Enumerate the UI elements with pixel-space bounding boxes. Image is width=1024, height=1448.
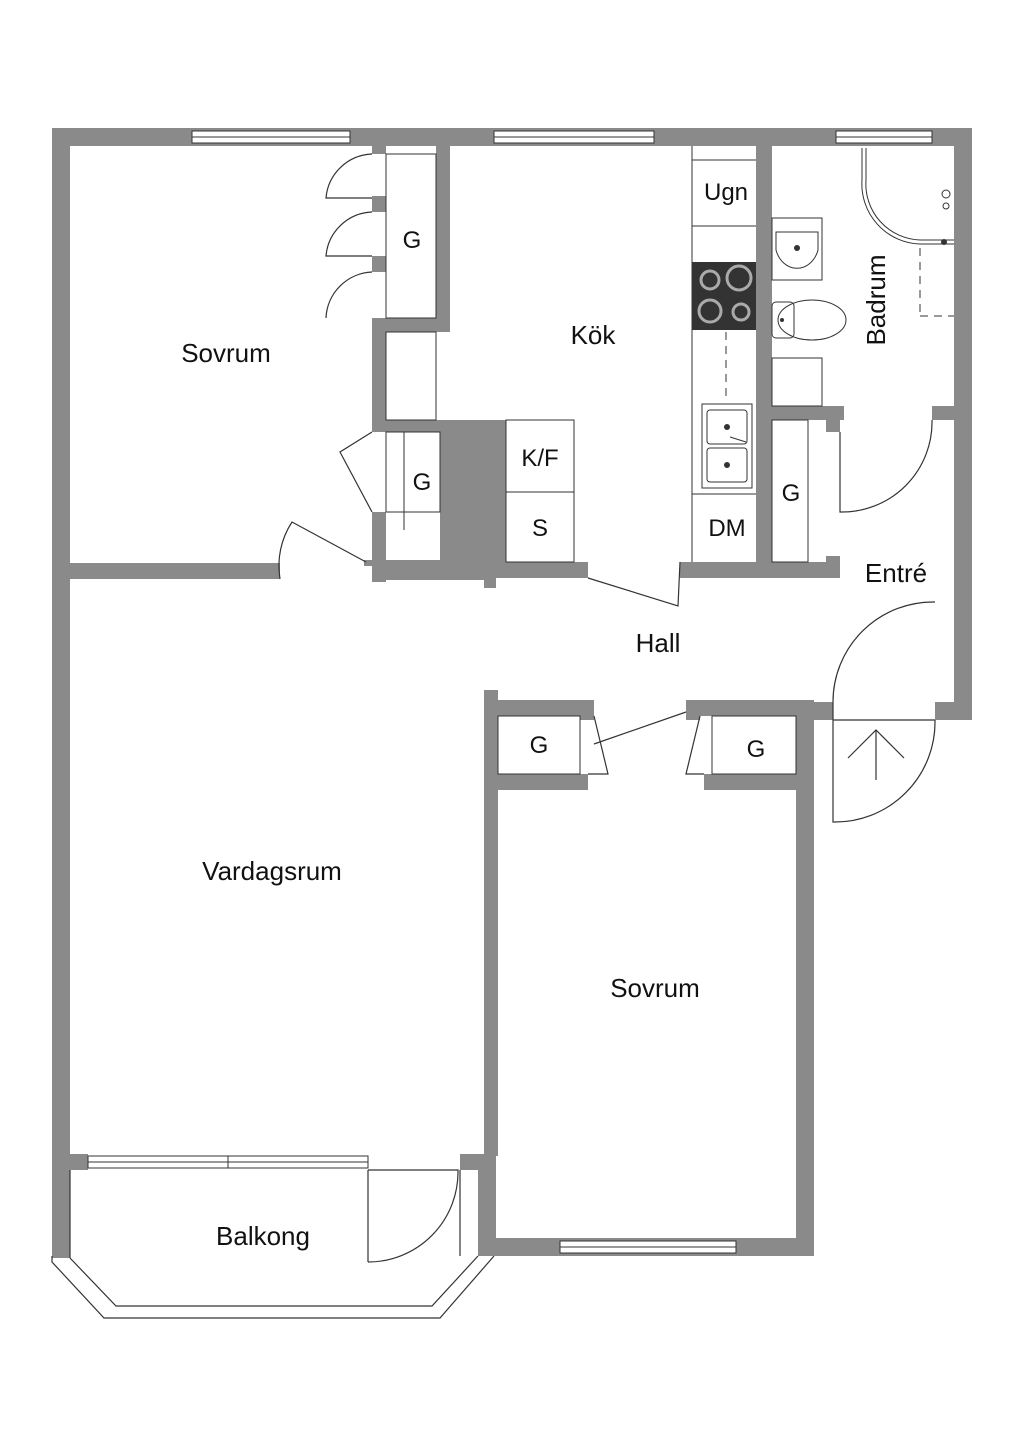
bath-cabinet: [771, 357, 823, 407]
closet-boxes: [385, 153, 809, 775]
room-label-sovrum-bottom: Sovrum: [610, 973, 700, 1003]
windows: [87, 130, 933, 1254]
balcony: [51, 1169, 495, 1319]
closet-label: G: [403, 227, 422, 254]
toilet-icon: [771, 299, 847, 341]
room-label-balkong: Balkong: [216, 1221, 310, 1251]
sink-icon: [701, 403, 753, 489]
shower-icon: [861, 148, 954, 317]
room-label-vardagsrum: Vardagsrum: [202, 856, 342, 886]
kitchen-counter: [505, 146, 756, 563]
fridge-freezer-label: K/F: [521, 445, 558, 472]
arrow-up-icon: [847, 729, 905, 780]
closet-label: G: [782, 480, 801, 507]
closet-label: G: [530, 732, 549, 759]
room-label-badrum: Badrum: [861, 254, 891, 345]
washbasin-icon: [771, 217, 823, 281]
oven-label: Ugn: [704, 179, 748, 206]
room-label-entre: Entré: [865, 558, 927, 588]
storage-label: S: [532, 515, 548, 542]
closet-label: G: [747, 736, 766, 763]
labels: Sovrum Kök Badrum Entré Hall Vardagsrum …: [181, 179, 927, 1251]
closet-label: G: [413, 469, 432, 496]
room-label-hall: Hall: [636, 628, 681, 658]
dishwasher-label: DM: [708, 515, 745, 542]
room-label-sovrum-top: Sovrum: [181, 338, 271, 368]
outer-walls: [52, 128, 972, 1258]
room-label-kok: Kök: [571, 320, 617, 350]
stove-icon: [692, 262, 756, 330]
doors: [278, 153, 936, 823]
interior-walls: [52, 146, 972, 1156]
